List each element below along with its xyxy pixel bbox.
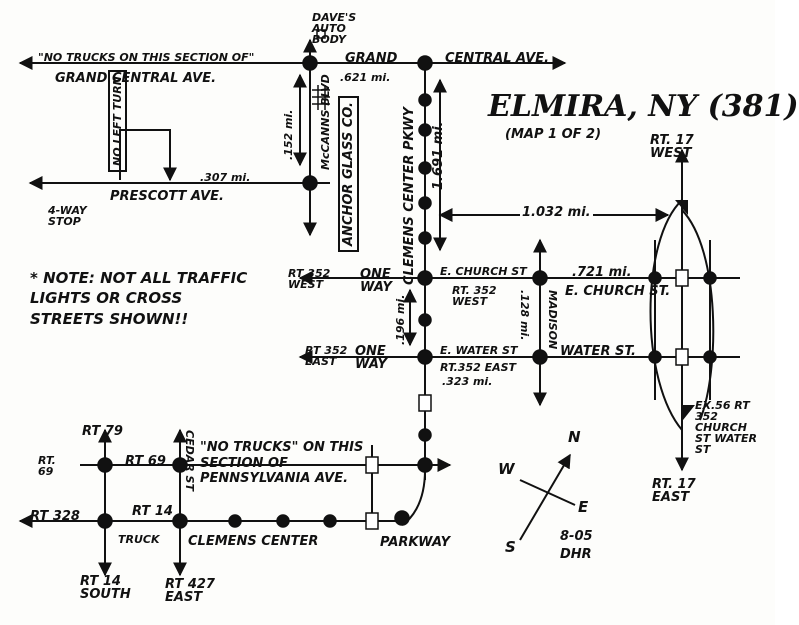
rt14-south-label: RT 14 SOUTH (80, 574, 131, 602)
rt427-east-label: RT 427 EAST (165, 577, 215, 605)
rt17-west-label: RT. 17 WEST (650, 133, 694, 161)
auto-body-box (316, 29, 326, 39)
signal-icon (418, 196, 432, 210)
signal-icon (417, 55, 433, 71)
signal-icon (276, 514, 290, 528)
signal-icon (172, 457, 188, 473)
no-left-turn-sign (119, 129, 177, 182)
map-subtitle: (MAP 1 OF 2) (505, 127, 602, 142)
note-label: * NOTE: NOT ALL TRAFFIC LIGHTS OR CROSS … (30, 269, 248, 328)
e-water-st-label: E. WATER ST (440, 344, 518, 357)
signal-icon (417, 270, 433, 286)
distance-196-label: .196 mi. (394, 294, 407, 345)
clemens-center-label: CLEMENS CENTER (188, 534, 319, 549)
signal-icon (648, 271, 662, 285)
signal-icon (418, 313, 432, 327)
compass-we (519, 479, 576, 506)
water-st-right-label: WATER ST. (560, 344, 636, 359)
distance-128-label: .128 mi. (518, 290, 531, 341)
rt79-label: RT 79 (82, 424, 123, 439)
compass-n-label: N (568, 428, 581, 446)
madison-label: MADISON (546, 290, 559, 350)
compass-s-label: S (505, 538, 516, 556)
distance-1032-label: 1.032 mi. (520, 205, 593, 220)
prescott-ave-label: PRESCOTT AVE. (110, 189, 224, 204)
signal-icon (97, 513, 113, 529)
signal-icon (97, 457, 113, 473)
rt14-mid-label: RT 14 (132, 504, 173, 519)
e-church-st-label: E. CHURCH ST (440, 265, 527, 278)
e-church-st-right-label: E. CHURCH ST. (565, 284, 671, 299)
overpass-box (418, 394, 432, 412)
distance-721-label: .721 mi. (572, 265, 632, 280)
four-way-stop-label: 4-WAY STOP (48, 204, 87, 228)
signal-icon (532, 270, 548, 286)
one-way-water-label: ONE WAY (355, 344, 387, 372)
signal-icon (648, 350, 662, 364)
rt352-west-left-label: RT 352 WEST (288, 267, 331, 291)
map-linework (18, 29, 740, 577)
signal-icon (418, 93, 432, 107)
one-way-church-label: ONE WAY (360, 267, 392, 295)
clemens-center-pkwy-label: CLEMENS CENTER PKWY (402, 107, 417, 285)
overpass-box (365, 512, 379, 530)
author-label: DHR (560, 547, 592, 562)
exit56-arrow (683, 405, 695, 420)
signal-icon (703, 271, 717, 285)
signal-icon (394, 510, 410, 526)
parkway-label: PARKWAY (380, 535, 450, 550)
distance-152-label: .152 mi. (282, 109, 295, 160)
signal-icon (418, 161, 432, 175)
rt328-label: RT 328 (30, 509, 80, 524)
map-title: ELMIRA, NY (381) (488, 89, 799, 124)
overpass-box (675, 348, 689, 366)
distance-1691-label: 1.691 mi. (431, 121, 446, 190)
distance-307-label: .307 mi. (200, 171, 251, 184)
signal-icon (532, 349, 548, 365)
rt352-east-mid-label: RT.352 EAST (440, 361, 517, 374)
no-left-turn-label: NO LEFT TURN (108, 70, 127, 172)
rt17-ramp-east (681, 209, 715, 421)
truck-label: TRUCK (118, 533, 160, 546)
exit56-label: EX.56 RT 352 CHURCH ST WATER ST (695, 399, 757, 456)
compass-ns (519, 453, 571, 541)
distance-323-label: .323 mi. (442, 375, 493, 388)
rt69-mid-label: RT 69 (125, 454, 166, 469)
elmira-route-map: { "title": "ELMIRA, NY (381)", "subtitle… (18, 11, 799, 605)
date-label: 8-05 (560, 529, 593, 544)
cedar-st-label: CEDAR ST (183, 430, 196, 491)
rt352-east-left-label: RT 352 EAST (305, 344, 348, 368)
signal-icon (418, 123, 432, 137)
grand-central-ave-left-label: GRAND CENTRAL AVE. (55, 71, 217, 86)
signal-icon (302, 55, 318, 71)
distance-621-label: .621 mi. (340, 71, 391, 84)
overpass-box (675, 269, 689, 287)
signal-icon (417, 349, 433, 365)
daves-auto-body-label: DAVE'S AUTO BODY (312, 11, 357, 46)
compass-e-label: E (578, 498, 589, 516)
signal-icon (172, 513, 188, 529)
anchor-glass-label: ANCHOR GLASS CO. (338, 96, 359, 252)
signal-icon (323, 514, 337, 528)
rt17-east-label: RT. 17 EAST (652, 477, 696, 505)
central-ave-right-label: CENTRAL AVE. (445, 51, 550, 66)
grand-label: GRAND (345, 51, 398, 66)
no-trucks-penn-note: "NO TRUCKS" ON THIS SECTION OF PENNSYLVA… (200, 440, 364, 487)
signal-icon (418, 428, 432, 442)
exit-arrow (675, 200, 688, 215)
signal-icon (418, 231, 432, 245)
rail-crossing (312, 85, 330, 110)
signal-icon (302, 175, 318, 191)
signal-icon (417, 457, 433, 473)
signal-icon (703, 350, 717, 364)
compass-w-label: W (498, 460, 515, 478)
rt69-left-label: RT. 69 (38, 454, 56, 478)
no-trucks-grand-note: "NO TRUCKS ON THIS SECTION OF" (38, 51, 255, 64)
overpass-box (365, 456, 379, 474)
mccanns-blvd-label: McCANNS BLVD (319, 74, 332, 170)
rt352-west-mid-label: RT. 352 WEST (452, 284, 497, 308)
signal-icon (228, 514, 242, 528)
